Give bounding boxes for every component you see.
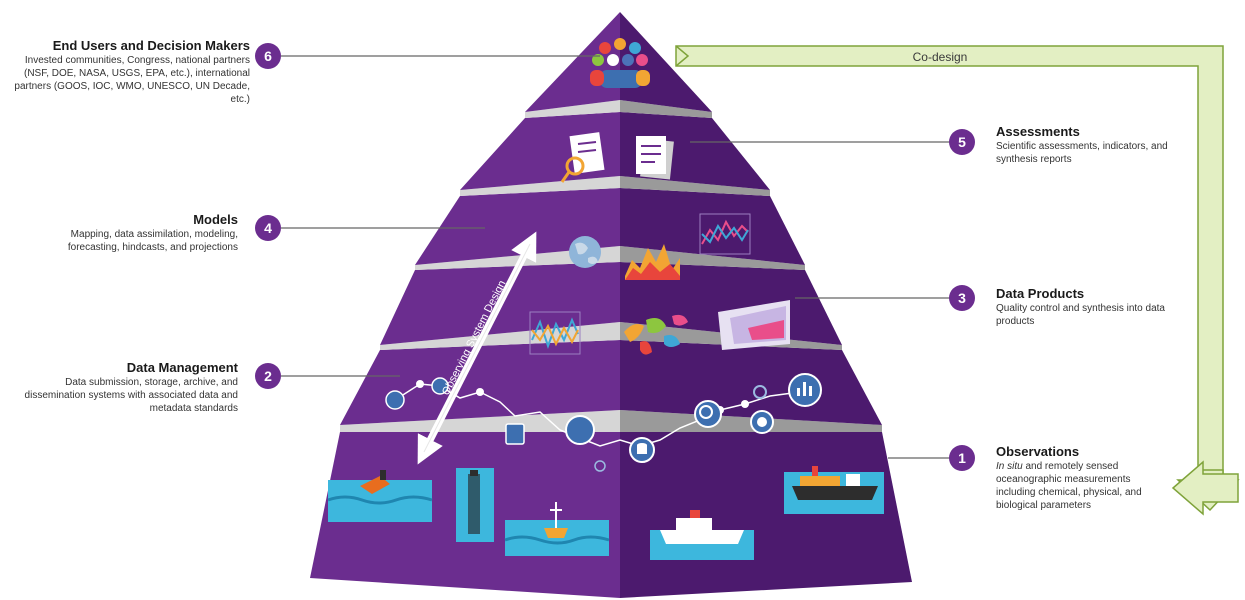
svg-text:1: 1 [958,450,966,466]
level-2-label: Data Management Data submission, storage… [20,360,238,415]
level-1-title: Observations [996,444,1080,459]
svg-text:3: 3 [958,290,966,306]
level-3-description: Quality control and synthesis into data … [996,303,1165,327]
level-3-title: Data Products [996,286,1085,301]
level-1-description-text: and remotely sensed oceanographic measur… [996,461,1142,511]
badge-2: 2 [255,363,281,389]
glider-icon [327,470,433,522]
cloud-data-icon [750,410,774,434]
badge-4: 4 [255,215,281,241]
ship-icon [650,510,754,560]
vessel-icon [784,466,884,514]
level-4-label: Models Mapping, data assimilation, model… [30,212,238,254]
tier-4-side [620,188,805,265]
svg-text:2: 2 [264,368,272,384]
tier-2-side [620,340,882,425]
bar-chart-icon [788,373,822,407]
level-2-title: Data Management [126,360,238,375]
svg-text:6: 6 [264,48,272,64]
level-5-description: Scientific assessments, indicators, and … [996,141,1168,165]
svg-text:4: 4 [264,220,272,236]
line-chart-icon [699,213,751,255]
level-6-description: Invested communities, Congress, national… [14,55,250,105]
level-6-label: End Users and Decision Makers Invested c… [14,38,250,106]
document-stack-icon [636,136,674,180]
area-chart-icon [625,244,680,280]
badge-3: 3 [949,285,975,311]
grid-map-icon [718,300,790,350]
svg-text:5: 5 [958,134,966,150]
level-1-label: Observations In situ and remotely sensed… [996,444,1166,512]
tier-6-front [525,12,620,112]
level-1-description: In situ and remotely sensed oceanographi… [996,460,1166,512]
codesign-label: Co-design [913,50,968,64]
people-group-icon [590,38,650,88]
level-6-title: End Users and Decision Makers [52,38,250,53]
badge-6: 6 [255,43,281,69]
level-5-title: Assessments [996,124,1080,139]
buoy-icon [504,502,610,556]
globe-icon [569,236,601,268]
database-icon [629,437,655,463]
world-map-icon [624,314,688,355]
level-4-title: Models [193,212,238,227]
tier-6-side [620,12,712,112]
level-5-label: Assessments Scientific assessments, indi… [996,124,1206,166]
level-4-description: Mapping, data assimilation, modeling, fo… [67,229,238,253]
level-1-description-italic: In situ [996,461,1023,472]
codesign-arrow: Co-design [675,45,1240,516]
leader-lines [281,55,950,459]
tier-1-side [620,432,912,598]
mooring-icon [456,468,494,542]
level-2-description: Data submission, storage, archive, and d… [24,377,238,414]
badge-5: 5 [949,129,975,155]
badge-1: 1 [949,445,975,471]
level-3-label: Data Products Quality control and synthe… [996,286,1196,328]
tier-2-front [340,340,620,425]
report-magnifier-icon [560,132,605,183]
timeseries-chart-icon [529,311,581,355]
search-data-icon [694,400,722,428]
